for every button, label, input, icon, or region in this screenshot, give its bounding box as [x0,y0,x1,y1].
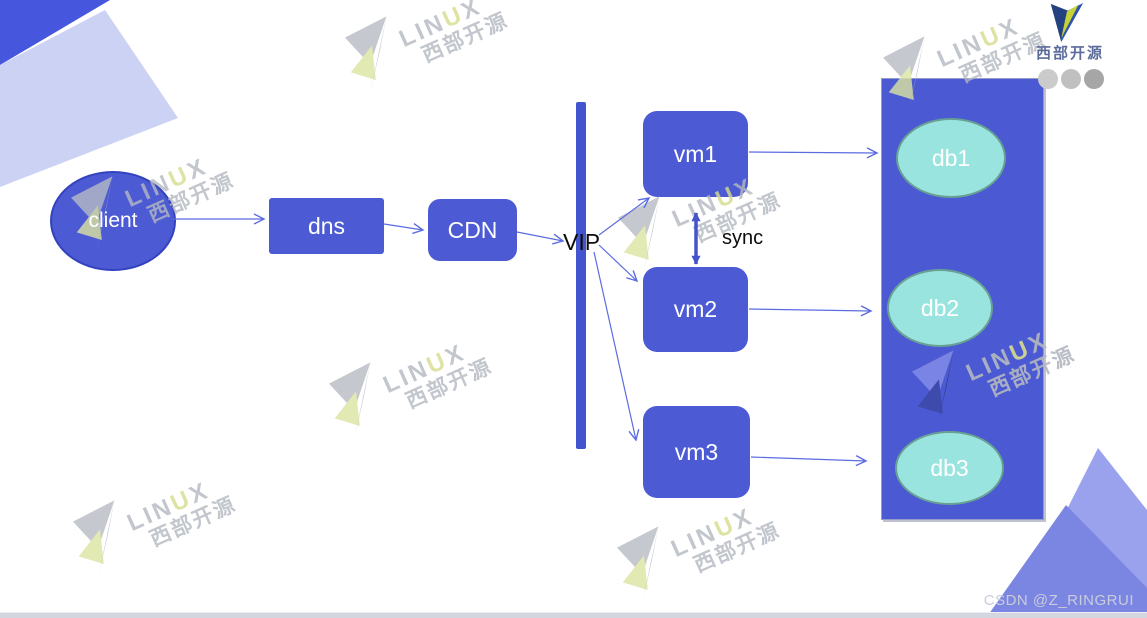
node-dns: dns [269,198,384,254]
node-client: client [50,171,176,271]
node-db1-label: db1 [931,144,971,171]
arrow-vip-to-vm3 [593,251,640,442]
node-client-label: client [88,209,138,232]
pyramid-logo-icon [617,196,660,270]
node-vm3: vm3 [643,406,750,498]
watermark-text: LINUX 西部开源 [379,338,496,414]
node-vm3-label: vm3 [674,438,719,465]
brand-pyramid-icon [1050,2,1084,43]
arrow-vm1-to-db1 [748,147,879,159]
logo-dot [1084,69,1104,89]
arrow-vm2-to-db2 [748,305,873,317]
node-vm2: vm2 [643,267,748,352]
pyramid-logo-icon [344,16,387,90]
watermark-logo: LINUX 西部开源 [72,477,240,576]
watermark-logo: LINUX 西部开源 [616,503,784,602]
logo-dot [1038,69,1058,89]
watermark-logo: LINUX 西部开源 [344,0,512,92]
watermark-text: LINUX 西部开源 [667,502,784,578]
node-db2: db2 [887,269,993,347]
node-db3-label: db3 [930,454,969,481]
watermark-logo: LINUX 西部开源 [328,339,496,438]
vip-load-balancer-bar [576,102,586,449]
vip-label: VIP [563,229,601,255]
node-vm1-label: vm1 [673,140,718,167]
pyramid-logo-icon [72,500,115,574]
topleft-lavender-shape [0,10,178,187]
pyramid-logo-icon [328,362,371,436]
brand-logo-text: 西部开源 [1035,45,1104,62]
bottom-strip [0,612,1147,618]
node-db2-label: db2 [920,294,960,321]
db-cluster-container: db1 db2 db3 [881,78,1044,520]
arrow-vip-to-vm2 [598,244,639,283]
node-db3: db3 [895,431,1004,505]
pyramid-logo-icon [616,526,659,600]
node-cdn-label: CDN [447,216,498,243]
node-vm1: vm1 [643,111,748,197]
csdn-watermark: CSDN @Z_RINGRUI [983,592,1134,609]
node-db1: db1 [896,118,1006,198]
watermark-logo: LINUX 西部开源 [617,173,785,272]
node-cdn: CDN [428,199,517,261]
arrow-cdn-to-vip [516,231,565,245]
logo-dots [1038,69,1104,89]
arrow-vm3-to-db3 [750,455,868,467]
watermark-text: LINUX 西部开源 [395,0,512,68]
logo-dot [1061,69,1081,89]
node-dns-label: dns [307,212,346,239]
sync-label: sync [722,227,764,249]
node-vm2-label: vm2 [673,296,718,322]
arrow-vip-to-vm1 [598,197,651,236]
topleft-triangle [0,0,110,65]
arrow-dns-to-cdn [383,222,425,235]
watermark-text: LINUX 西部开源 [123,476,240,552]
